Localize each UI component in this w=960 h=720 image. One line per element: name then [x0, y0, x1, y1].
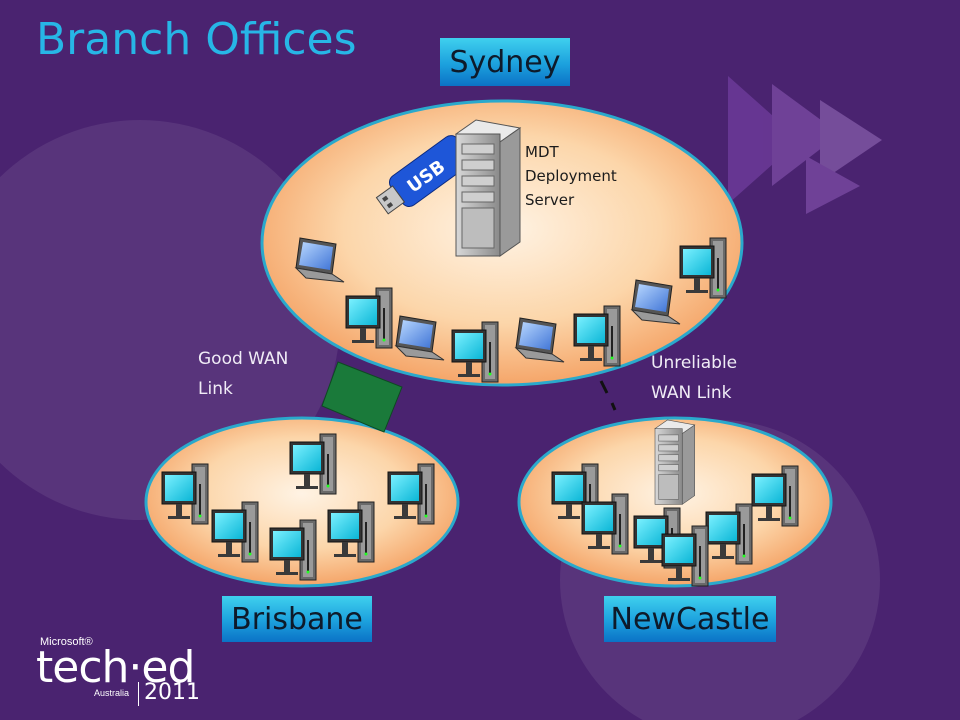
mdt-label-line2: Deployment [525, 167, 617, 185]
good-wan-link [321, 361, 403, 433]
unreliable-wan-label-line1: Unreliable [651, 353, 738, 373]
good-wan-label-line1: Good WAN [198, 349, 289, 369]
mdt-label-line3: Server [525, 191, 575, 209]
logo-year: 2011 [144, 680, 200, 705]
brisbane-site [144, 416, 460, 588]
decorative-arrows [728, 76, 882, 214]
logo-brand: Microsoft® [40, 636, 93, 648]
mdt-server-label: MDT Deployment Server [525, 140, 617, 212]
city-label-brisbane: Brisbane [222, 596, 372, 642]
good-wan-label: Good WAN Link [198, 344, 288, 404]
city-label-newcastle: NewCastle [604, 596, 776, 642]
slide-title: Branch Offices [36, 14, 357, 65]
good-wan-label-line2: Link [198, 379, 233, 399]
unreliable-wan-label: Unreliable WAN Link [651, 348, 737, 408]
unreliable-wan-link [599, 380, 617, 411]
unreliable-wan-label-line2: WAN Link [651, 383, 732, 403]
logo-region: Australia [94, 688, 130, 698]
mdt-server-icon [455, 119, 521, 257]
logo-event: tech·ed [36, 642, 195, 693]
logo-divider [138, 682, 139, 706]
server-icon [654, 419, 695, 505]
city-label-sydney: Sydney [440, 38, 570, 86]
mdt-label-line1: MDT [525, 143, 559, 161]
